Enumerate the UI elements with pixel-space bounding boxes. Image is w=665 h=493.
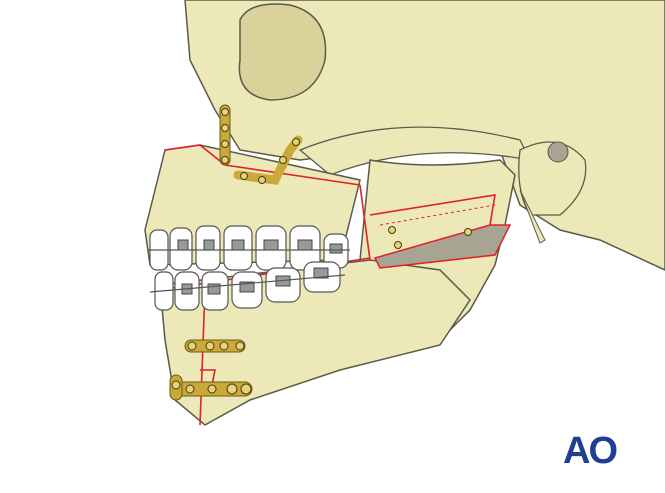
- screw: [171, 108, 472, 395]
- ao-logo: AO: [563, 430, 618, 472]
- orbit: [238, 3, 327, 101]
- orthodontic-brackets: [148, 225, 350, 311]
